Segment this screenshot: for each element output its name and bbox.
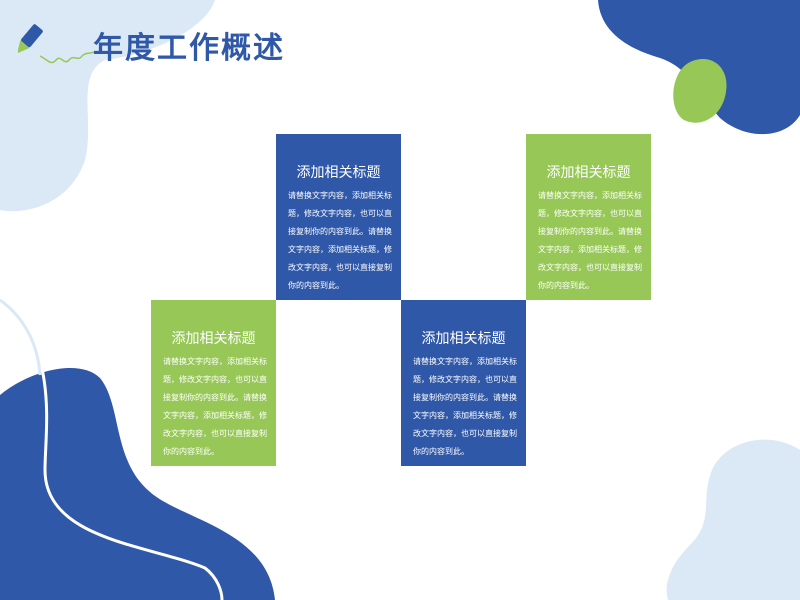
- page-title: 年度工作概述: [93, 31, 285, 66]
- green-blob-top-right: [673, 58, 727, 123]
- light-blue-blob-top-left: [0, 0, 215, 212]
- card-title: 添加相关标题: [296, 165, 381, 181]
- card-title: 添加相关标题: [546, 165, 631, 181]
- card-top-middle: 添加相关标题 请替换文字内容，添加相关标题，修改文字内容，也可以直接复制你的内容…: [276, 134, 401, 300]
- curved-line-bottom-left: [0, 298, 224, 600]
- card-top-right: 添加相关标题 请替换文字内容，添加相关标题，修改文字内容，也可以直接复制你的内容…: [526, 134, 651, 300]
- card-body: 请替换文字内容，添加相关标题，修改文字内容，也可以直接复制你的内容到此。请替换文…: [413, 357, 517, 456]
- light-blue-blob-bottom-right: [666, 439, 800, 600]
- pen-icon: [18, 24, 95, 64]
- card-title: 添加相关标题: [421, 331, 506, 347]
- card-body: 请替换文字内容，添加相关标题，修改文字内容，也可以直接复制你的内容到此。请替换文…: [288, 191, 392, 290]
- card-body: 请替换文字内容，添加相关标题，修改文字内容，也可以直接复制你的内容到此。请替换文…: [163, 357, 267, 456]
- curved-line-top-segment: [0, 298, 42, 376]
- blue-blob-bottom-left: [0, 367, 275, 600]
- card-bottom-middle: 添加相关标题 请替换文字内容，添加相关标题，修改文字内容，也可以直接复制你的内容…: [401, 300, 526, 466]
- card-body: 请替换文字内容，添加相关标题，修改文字内容，也可以直接复制你的内容到此。请替换文…: [538, 191, 642, 290]
- card-bottom-left: 添加相关标题 请替换文字内容，添加相关标题，修改文字内容，也可以直接复制你的内容…: [151, 300, 276, 466]
- card-title: 添加相关标题: [171, 331, 256, 347]
